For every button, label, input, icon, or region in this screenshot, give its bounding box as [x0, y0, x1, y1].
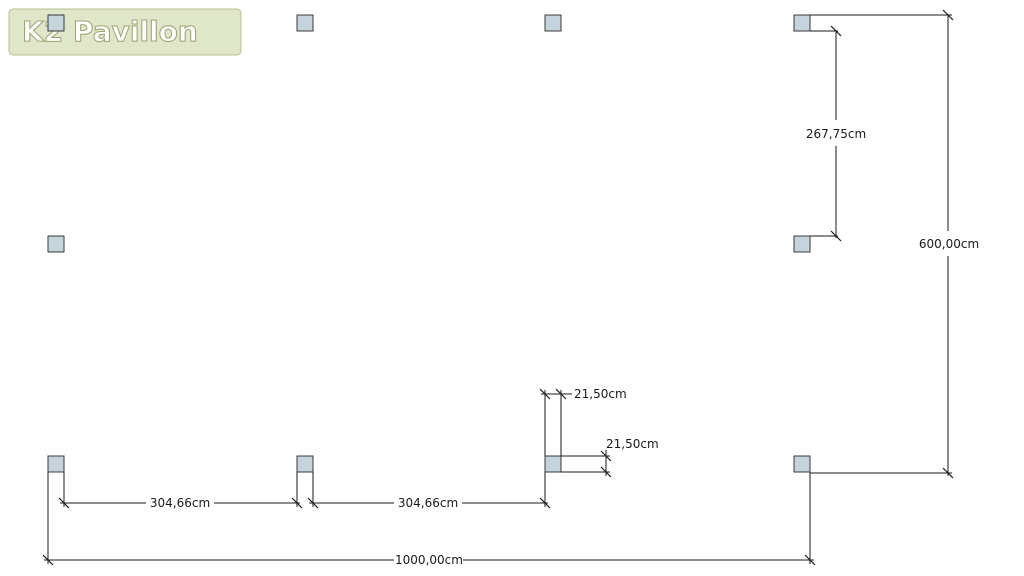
dimension-post-depth: 21,50cm — [561, 437, 659, 478]
dimension-label-bay-2: 304,66cm — [398, 496, 458, 510]
dimension-label-total-depth: 600,00cm — [919, 237, 979, 251]
post-top-1[interactable] — [47, 14, 65, 32]
dimension-bay-1: 304,66cm — [58, 472, 303, 510]
dimension-total-width: 1000,00cm — [42, 472, 816, 567]
dimension-label-total-width: 1000,00cm — [395, 553, 463, 567]
post-bottom-4[interactable] — [793, 455, 811, 473]
posts — [47, 14, 811, 473]
dimension-side-depth: 267,75cm — [806, 25, 866, 242]
dimension-bay-2: 304,66cm — [307, 472, 551, 510]
logo: K2 Pavillon — [8, 8, 242, 56]
dimension-total-depth: 600,00cm — [810, 9, 979, 479]
post-top-3[interactable] — [544, 14, 562, 32]
post-middle-right[interactable] — [793, 235, 811, 253]
post-bottom-2[interactable] — [296, 455, 314, 473]
logo-background — [8, 8, 242, 56]
post-bottom-1[interactable] — [47, 455, 65, 473]
dimension-label-post-width: 21,50cm — [574, 387, 627, 401]
dimension-label-side-depth: 267,75cm — [806, 127, 866, 141]
dimension-label-post-depth: 21,50cm — [606, 437, 659, 451]
post-top-4[interactable] — [793, 14, 811, 32]
dimension-label-bay-1: 304,66cm — [150, 496, 210, 510]
post-top-2[interactable] — [296, 14, 314, 32]
post-bottom-3[interactable] — [544, 455, 562, 473]
post-middle-left[interactable] — [47, 235, 65, 253]
dimension-post-width: 21,50cm — [539, 387, 627, 456]
